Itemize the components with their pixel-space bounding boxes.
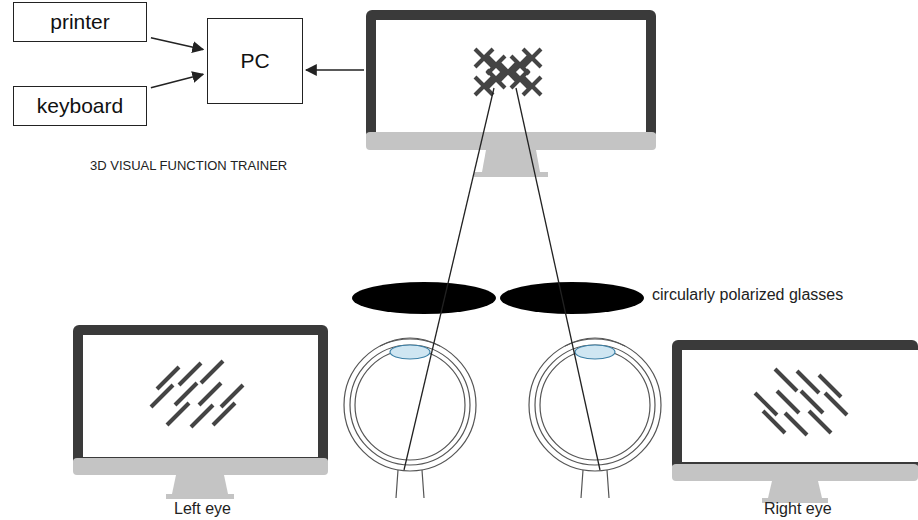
right-lens — [500, 282, 644, 314]
left-lens — [352, 282, 496, 314]
device-box: printer — [13, 2, 147, 42]
left-sight-line — [404, 88, 494, 470]
glasses-label: circularly polarized glasses — [652, 286, 843, 304]
left-eyeball — [344, 338, 476, 498]
stereo-pattern — [475, 49, 541, 95]
right-pattern — [755, 369, 847, 435]
eye-label: Left eye — [174, 500, 231, 518]
signal-arrow — [306, 69, 364, 71]
trainer-monitor — [366, 10, 656, 177]
right-sight-line — [516, 88, 600, 470]
eye-label: Right eye — [764, 500, 832, 518]
device-name: printer — [50, 10, 110, 34]
left-pattern — [151, 361, 243, 427]
device-name: PC — [240, 49, 269, 73]
input-arrow — [151, 74, 203, 87]
device-box: PC — [207, 18, 303, 104]
right-eyeball — [529, 338, 661, 498]
right-eye-monitor — [672, 340, 918, 503]
device-box: keyboard — [13, 86, 147, 126]
input-arrow — [151, 38, 203, 50]
device-name: keyboard — [37, 94, 123, 118]
left-eye-monitor — [73, 325, 328, 499]
device-title: 3D VISUAL FUNCTION TRAINER — [90, 158, 287, 173]
